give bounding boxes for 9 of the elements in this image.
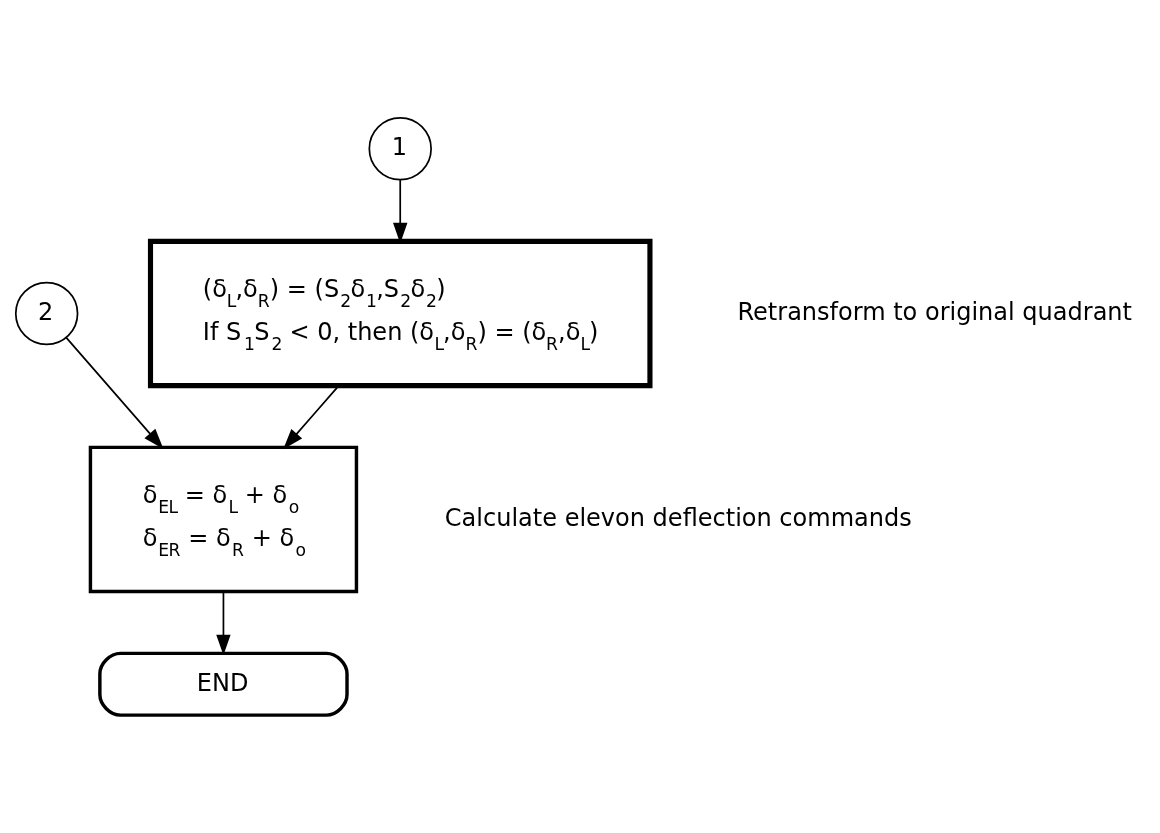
node-box: END [98, 651, 349, 717]
arrow [65, 336, 164, 449]
node-label: Retransform to original quadrant [737, 297, 1133, 326]
node-label: Calculate elevon deflection commands [444, 503, 912, 532]
arrow [283, 385, 340, 450]
node-circle: 2 [14, 281, 79, 346]
node-box: (δ$_{L}$,δ$_{R}$) = (S$_{2}$δ$_{1}$,S$_{2}$δ$_{2}$) If S$_{1}$S$_{2}$ < 0, then (δ$_{L}$,δ$_{R}$) = (δ$_{R}$,δ$_{L}$) [147, 238, 653, 389]
node-circle: 1 [368, 117, 432, 181]
node-box: δ$_{E}$$_{L}$ = δ$_{L}$ + δ$_{o}$ δ$_{E}$$_{R}$ = δ$_{R}$ + δ$_{o}$ [88, 445, 359, 594]
